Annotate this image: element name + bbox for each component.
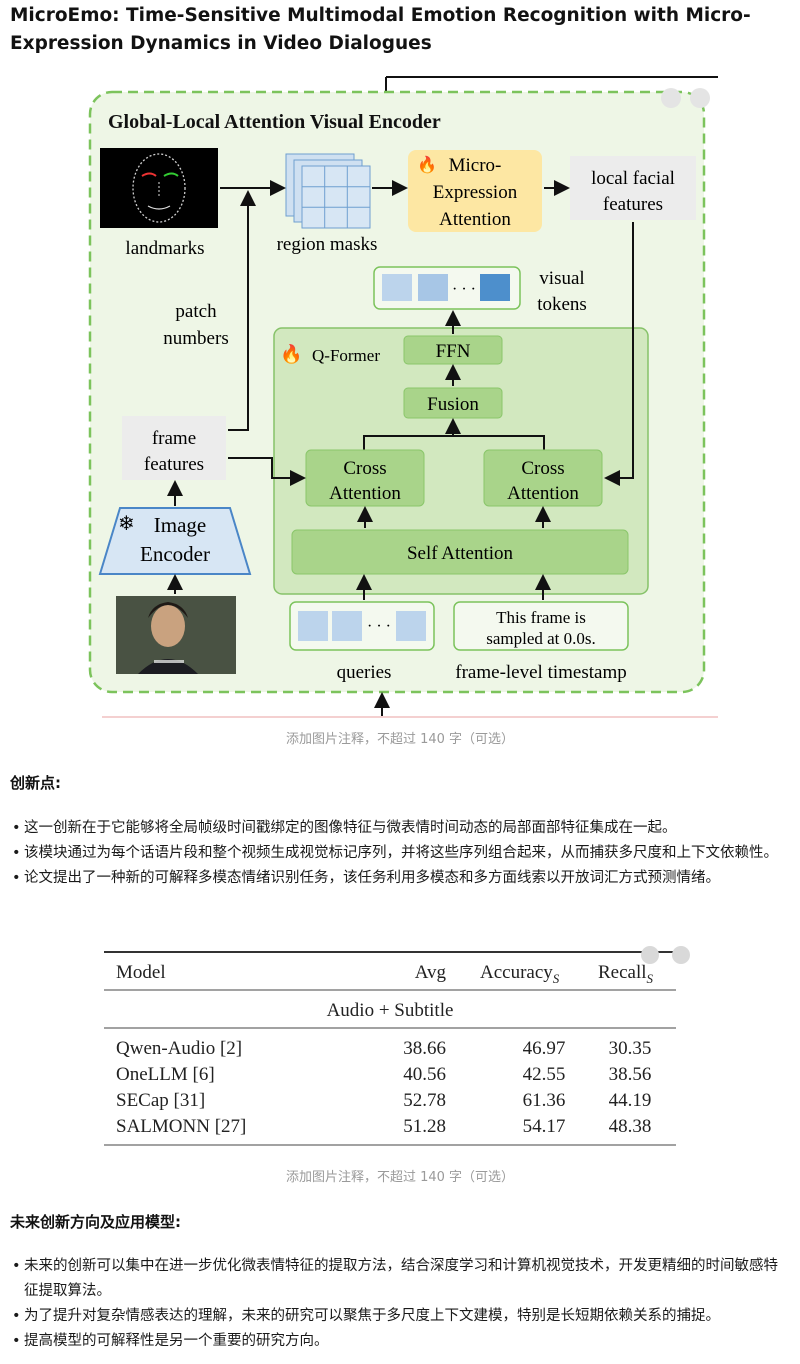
cross-right-line2: Attention bbox=[507, 483, 579, 504]
svg-text:SECap [31]: SECap [31] bbox=[116, 1090, 205, 1111]
list-item: 这一创新在于它能够将全局帧级时间戳绑定的图像特征与微表情时间动态的局部面部特征集… bbox=[10, 816, 790, 841]
svg-text:46.97: 46.97 bbox=[523, 1038, 566, 1059]
article-title: MicroEmo: Time-Sensitive Multimodal Emot… bbox=[10, 5, 751, 54]
timestamp-line2: sampled at 0.0s. bbox=[486, 629, 596, 648]
visual-tokens-dots: · · · bbox=[452, 281, 476, 298]
image-encoder-box bbox=[98, 507, 252, 575]
svg-text:Qwen-Audio [2]: Qwen-Audio [2] bbox=[116, 1038, 242, 1059]
region-masks-label: region masks bbox=[277, 234, 378, 255]
list-item: 提高模型的可解释性是另一个重要的研究方向。 bbox=[10, 1329, 790, 1354]
cross-right-line1: Cross bbox=[521, 458, 564, 479]
qformer-label: Q-Former bbox=[312, 346, 380, 365]
visual-tokens-box bbox=[373, 266, 521, 310]
ffn-label: FFN bbox=[436, 341, 471, 362]
fusion-label: Fusion bbox=[427, 394, 479, 415]
list-item: 为了提升对复杂情感表达的理解，未来的研究可以聚焦于多尺度上下文建模，特别是长短期… bbox=[10, 1304, 790, 1329]
frame-line1: frame bbox=[152, 428, 196, 449]
landmarks-image bbox=[100, 148, 218, 228]
self-attention-label: Self Attention bbox=[407, 543, 514, 564]
header-accuracy: AccuracyS bbox=[480, 962, 560, 986]
svg-text:38.56: 38.56 bbox=[609, 1064, 652, 1085]
queries-box bbox=[289, 601, 435, 651]
svg-text:51.28: 51.28 bbox=[403, 1116, 446, 1137]
future-list: 未来的创新可以集中在进一步优化微表情特征的提取方法，结合深度学习和计算机视觉技术… bbox=[10, 1254, 790, 1354]
image-line2: Encoder bbox=[140, 542, 210, 566]
patch-line1: patch bbox=[175, 301, 217, 322]
cross-left-line1: Cross bbox=[343, 458, 386, 479]
timestamp-box bbox=[453, 601, 629, 651]
micro-line2: Expression bbox=[433, 182, 518, 203]
encoder-title: Global-Local Attention Visual Encoder bbox=[108, 111, 441, 133]
close-icon[interactable] bbox=[690, 88, 710, 108]
self-attention-box bbox=[291, 529, 629, 575]
qformer-container bbox=[273, 327, 649, 595]
image-line1: Image bbox=[154, 513, 206, 537]
svg-text:38.66: 38.66 bbox=[403, 1038, 446, 1059]
table-row: OneLLM [6] 40.56 42.55 38.56 bbox=[116, 1064, 651, 1085]
svg-text:52.78: 52.78 bbox=[403, 1090, 446, 1111]
list-item: 论文提出了一种新的可解释多模态情绪识别任务，该任务利用多模态和多方面线索以开放词… bbox=[10, 866, 790, 891]
cross-left-line2: Attention bbox=[329, 483, 401, 504]
svg-text:54.17: 54.17 bbox=[523, 1116, 566, 1137]
video-frame-image bbox=[116, 596, 236, 674]
visual-line1: visual bbox=[539, 268, 584, 289]
fire-icon: 🔥 bbox=[417, 155, 437, 174]
table-row: SECap [31] 52.78 61.36 44.19 bbox=[116, 1090, 651, 1111]
timestamp-label: frame-level timestamp bbox=[455, 662, 626, 683]
queries-dots: · · · bbox=[367, 618, 391, 635]
innovation-heading: 创新点: bbox=[10, 774, 61, 792]
svg-text:SALMONN [27]: SALMONN [27] bbox=[116, 1116, 246, 1137]
figure-caption[interactable]: 添加图片注释，不超过 140 字（可选） bbox=[285, 732, 515, 747]
frame-line2: features bbox=[144, 454, 204, 475]
local-line1: local facial bbox=[591, 168, 675, 189]
local-line2: features bbox=[603, 194, 663, 215]
list-item: 该模块通过为每个话语片段和整个视频生成视觉标记序列，并将这些序列组合起来，从而捕… bbox=[10, 841, 790, 866]
header-model: Model bbox=[116, 962, 166, 983]
architecture-figure: Global-Local Attention Visual Encoder la… bbox=[82, 74, 722, 720]
edit-icon[interactable] bbox=[661, 88, 681, 108]
local-features-box bbox=[570, 156, 696, 220]
results-table-image: Model Avg AccuracyS RecallS Audio + Subt… bbox=[100, 940, 700, 1162]
micro-line3: Attention bbox=[439, 209, 511, 230]
table-edit-icon[interactable] bbox=[641, 946, 659, 964]
table-row: SALMONN [27] 51.28 54.17 48.38 bbox=[116, 1116, 651, 1137]
landmarks-label: landmarks bbox=[125, 238, 204, 259]
table-caption[interactable]: 添加图片注释，不超过 140 字（可选） bbox=[285, 1170, 515, 1185]
patch-line2: numbers bbox=[163, 328, 228, 349]
micro-expression-box bbox=[408, 150, 542, 232]
queries-label: queries bbox=[337, 662, 392, 683]
qformer-fire-icon: 🔥 bbox=[280, 343, 302, 364]
table-close-icon[interactable] bbox=[672, 946, 690, 964]
group-label: Audio + Subtitle bbox=[327, 1000, 454, 1021]
svg-text:OneLLM [6]: OneLLM [6] bbox=[116, 1064, 215, 1085]
header-avg: Avg bbox=[415, 962, 447, 983]
top-connector bbox=[385, 76, 718, 92]
svg-text:42.55: 42.55 bbox=[523, 1064, 566, 1085]
frame-features-box bbox=[122, 416, 226, 480]
list-item: 未来的创新可以集中在进一步优化微表情特征的提取方法，结合深度学习和计算机视觉技术… bbox=[10, 1254, 790, 1304]
svg-text:48.38: 48.38 bbox=[609, 1116, 652, 1137]
snowflake-icon: ❄ bbox=[118, 513, 135, 535]
timestamp-line1: This frame is bbox=[496, 608, 586, 627]
svg-text:61.36: 61.36 bbox=[523, 1090, 566, 1111]
visual-line2: tokens bbox=[537, 294, 587, 315]
svg-text:30.35: 30.35 bbox=[609, 1038, 652, 1059]
header-recall: RecallS bbox=[598, 962, 654, 986]
future-heading: 未来创新方向及应用模型: bbox=[10, 1213, 181, 1231]
region-masks-icon bbox=[285, 153, 371, 229]
micro-line1: Micro- bbox=[449, 155, 502, 176]
svg-text:40.56: 40.56 bbox=[403, 1064, 446, 1085]
innovation-list: 这一创新在于它能够将全局帧级时间戳绑定的图像特征与微表情时间动态的局部面部特征集… bbox=[10, 816, 790, 891]
svg-text:44.19: 44.19 bbox=[609, 1090, 652, 1111]
table-row: Qwen-Audio [2] 38.66 46.97 30.35 bbox=[116, 1038, 651, 1059]
